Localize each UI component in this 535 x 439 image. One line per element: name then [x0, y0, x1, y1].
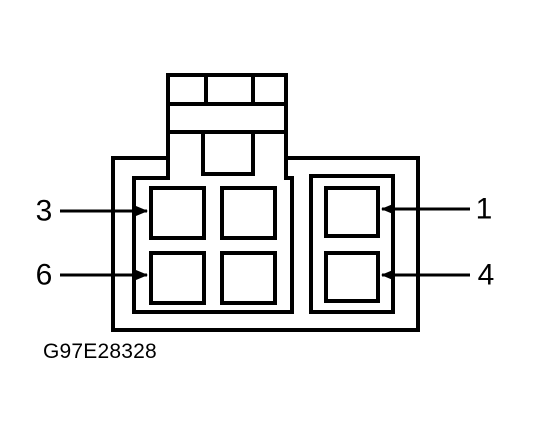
figure-id-caption: G97E28328 — [43, 340, 157, 363]
cavity-pin-4 — [324, 251, 380, 303]
cavity-pin-6 — [149, 251, 206, 305]
cavity-pin-5 — [220, 251, 277, 305]
connector-latch — [166, 73, 288, 134]
pin-label-6: 6 — [36, 259, 53, 292]
latch-window — [201, 130, 255, 176]
cavity-pin-3 — [149, 186, 206, 240]
right-cavity-block — [309, 174, 395, 314]
left-cavity-block — [132, 130, 294, 314]
pin-label-3: 3 — [36, 195, 53, 228]
cavity-pin-1 — [324, 186, 380, 238]
pin-label-4: 4 — [478, 259, 495, 292]
pin-label-1: 1 — [476, 193, 493, 226]
cavity-pin-2 — [220, 186, 277, 240]
